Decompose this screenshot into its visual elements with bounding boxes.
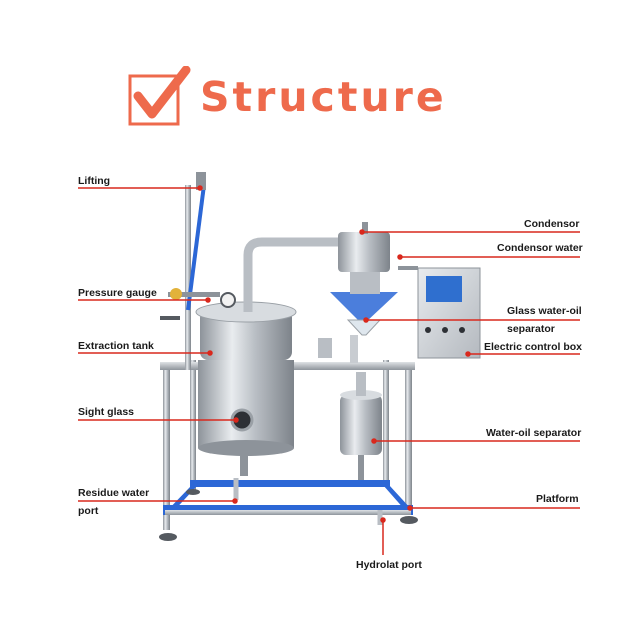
drain-pipes — [233, 478, 383, 525]
label-residue-water-line-1: Residue water — [78, 487, 150, 499]
lifting-arm — [160, 172, 220, 370]
label-lifting: Lifting — [78, 175, 111, 187]
label-hydrolat-port: Hydrolat port — [356, 559, 422, 571]
extraction-tank — [195, 292, 297, 476]
label-glass-separator-line-1: Glass water-oil — [507, 305, 582, 317]
label-condensor: Condensor — [524, 218, 580, 230]
page-title: Structure — [200, 73, 447, 121]
checkbox-check-icon — [128, 66, 191, 126]
label-glass-water-oil-separator: Glass water-oil separator — [507, 304, 582, 336]
label-residue-water-line-2: port — [78, 505, 99, 517]
label-glass-separator-line-2: separator — [507, 323, 555, 335]
vapor-pipe — [243, 237, 348, 312]
label-sight-glass: Sight glass — [78, 406, 135, 418]
glass-separator — [318, 319, 382, 363]
water-oil-separator — [340, 372, 382, 480]
condenser — [330, 222, 398, 322]
header: Structure — [128, 66, 498, 128]
label-condensor-water: Condensor water — [497, 242, 583, 254]
label-water-oil-separator: Water-oil separator — [486, 427, 582, 439]
label-electric-control-box: Electric control box — [484, 341, 583, 353]
label-extraction-tank: Extraction tank — [78, 340, 154, 352]
label-platform: Platform — [536, 493, 579, 505]
label-pressure-gauge: Pressure gauge — [78, 287, 157, 299]
label-residue-water-port: Residue water port — [78, 486, 149, 518]
leader-lines — [78, 185, 580, 555]
control-box — [398, 266, 481, 359]
